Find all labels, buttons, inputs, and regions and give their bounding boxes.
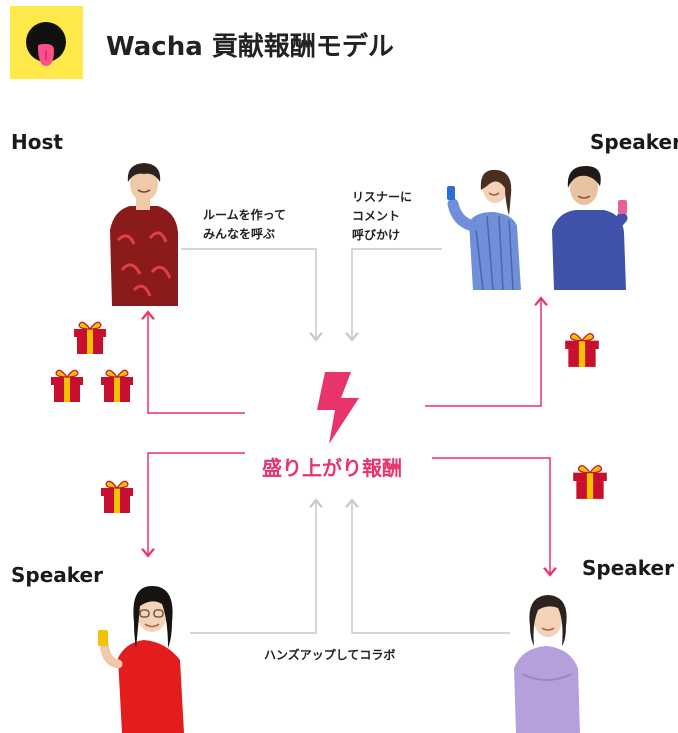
- reward-to-speaker-bottom-left-line: [148, 452, 245, 556]
- reward-to-host-line: [148, 312, 245, 414]
- center-reward-label: 盛り上がり報酬: [262, 456, 402, 480]
- gift-box-icon: [573, 464, 607, 499]
- host-to-center-line: [181, 248, 316, 340]
- reward-to-speaker-top-right-line: [425, 298, 541, 407]
- tongue-face-icon: [26, 22, 66, 66]
- gift-box-icon: [51, 369, 83, 402]
- speaker-woman-red-photo: [98, 586, 184, 733]
- page-title: Wacha 貢献報酬モデル: [106, 32, 394, 62]
- gift-box-icon: [101, 369, 133, 402]
- speaker-to-center-line: [352, 248, 442, 340]
- speaker-label-bottom-left: Speaker: [11, 563, 103, 587]
- host-label: Host: [11, 130, 63, 154]
- collab-right-line: [352, 500, 510, 634]
- lightning-bolt-icon: [317, 372, 359, 444]
- speaker-action-caption: リスナーに コメント 呼びかけ: [352, 190, 413, 242]
- host-action-caption: ルームを作って みんなを呼ぶ: [203, 208, 287, 241]
- gift-box-icon: [565, 332, 599, 367]
- gift-box-icon: [101, 480, 133, 513]
- host-person-photo: [110, 163, 178, 306]
- collab-caption: ハンズアップしてコラボ: [264, 648, 396, 662]
- speaker-label-bottom-right: Speaker: [582, 556, 674, 580]
- reward-to-speaker-bottom-right-line: [432, 457, 550, 575]
- collab-left-line: [190, 500, 316, 634]
- wacha-logo: [10, 6, 83, 79]
- speaker-man-photo: [552, 166, 628, 290]
- speaker-woman-photo: [447, 169, 521, 290]
- gift-box-icon: [74, 321, 106, 354]
- speaker-woman-purple-photo: [514, 595, 580, 733]
- speaker-label-top-right: Speaker: [590, 130, 678, 154]
